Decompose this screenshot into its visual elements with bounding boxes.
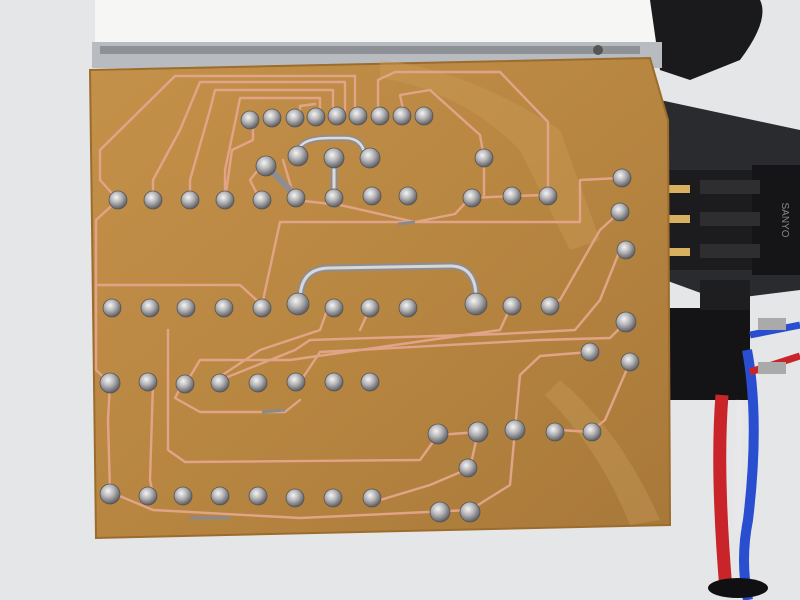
- solder-joint: [370, 106, 390, 126]
- solder-joint: [580, 342, 600, 362]
- solder-joint: [504, 419, 526, 441]
- solder-joint: [138, 486, 158, 506]
- solder-joint: [327, 106, 347, 126]
- solder-joint: [360, 298, 380, 318]
- solder-joint: [610, 202, 630, 222]
- solder-joint: [285, 108, 305, 128]
- solder-joint: [540, 296, 560, 316]
- solder-joint: [180, 190, 200, 210]
- solder-joint: [240, 110, 260, 130]
- solder-joint: [462, 188, 482, 208]
- wire-blue: [739, 349, 759, 600]
- solder-joint: [458, 458, 478, 478]
- solder-joint: [215, 190, 235, 210]
- solder-joint: [324, 298, 344, 318]
- solder-joint: [286, 372, 306, 392]
- solder-joint: [502, 186, 522, 206]
- solder-joint: [429, 501, 451, 523]
- solder-joint: [502, 296, 522, 316]
- solder-joint: [255, 155, 277, 177]
- wire-white: [734, 399, 744, 531]
- solder-joint: [616, 240, 636, 260]
- solder-joint: [175, 374, 195, 394]
- solder-joint: [108, 190, 128, 210]
- solder-joint: [414, 106, 434, 126]
- solder-joint: [248, 373, 268, 393]
- solder-joint: [392, 106, 412, 126]
- solder-joint: [362, 488, 382, 508]
- plug-body: [668, 308, 750, 400]
- solder-joint: [324, 372, 344, 392]
- solder-joint: [464, 292, 488, 316]
- solder-joint: [398, 298, 418, 318]
- solder-joint: [545, 422, 565, 442]
- solder-joint: [474, 148, 494, 168]
- solder-joint: [102, 298, 122, 318]
- solder-joint: [459, 501, 481, 523]
- solder-joint: [306, 107, 326, 127]
- connector-brand: SANYO: [779, 202, 790, 237]
- wire-clip: [708, 578, 768, 598]
- solder-joint: [398, 186, 418, 206]
- solder-joint: [323, 147, 345, 169]
- solder-joints: [99, 106, 640, 523]
- solder-joint: [427, 423, 449, 445]
- solder-joint: [210, 486, 230, 506]
- solder-joint: [582, 422, 602, 442]
- solder-joint: [286, 292, 310, 316]
- solder-joint: [538, 186, 558, 206]
- pcb-board: [88, 56, 672, 540]
- solder-joint: [210, 373, 230, 393]
- solder-joint: [140, 298, 160, 318]
- solder-joint: [285, 488, 305, 508]
- bracket-screw: [593, 45, 603, 55]
- solder-joint: [173, 486, 193, 506]
- solder-joint: [138, 372, 158, 392]
- solder-joint: [362, 186, 382, 206]
- solder-joint: [323, 488, 343, 508]
- solder-joint: [359, 147, 381, 169]
- connector-pin: [664, 185, 690, 193]
- solder-joint: [467, 421, 489, 443]
- solder-joint: [287, 145, 309, 167]
- solder-joint: [286, 188, 306, 208]
- solder-joint: [348, 106, 368, 126]
- solder-joint: [252, 298, 272, 318]
- solder-joint: [360, 372, 380, 392]
- connector-pin: [664, 248, 690, 256]
- connector-pin: [664, 215, 690, 223]
- solder-joint: [262, 108, 282, 128]
- solder-joint: [620, 352, 640, 372]
- solder-joint: [143, 190, 163, 210]
- solder-joint: [214, 298, 234, 318]
- solder-joint: [612, 168, 632, 188]
- black-housing: [650, 0, 763, 80]
- component-leads: [190, 220, 416, 520]
- solder-joint: [176, 298, 196, 318]
- solder-joint: [99, 483, 121, 505]
- flux-glare: [380, 60, 600, 250]
- solder-joint: [252, 190, 272, 210]
- wire-red: [713, 394, 733, 591]
- solder-joint: [615, 311, 637, 333]
- solder-joint: [248, 486, 268, 506]
- solder-joint: [99, 372, 121, 394]
- solder-joint: [324, 188, 344, 208]
